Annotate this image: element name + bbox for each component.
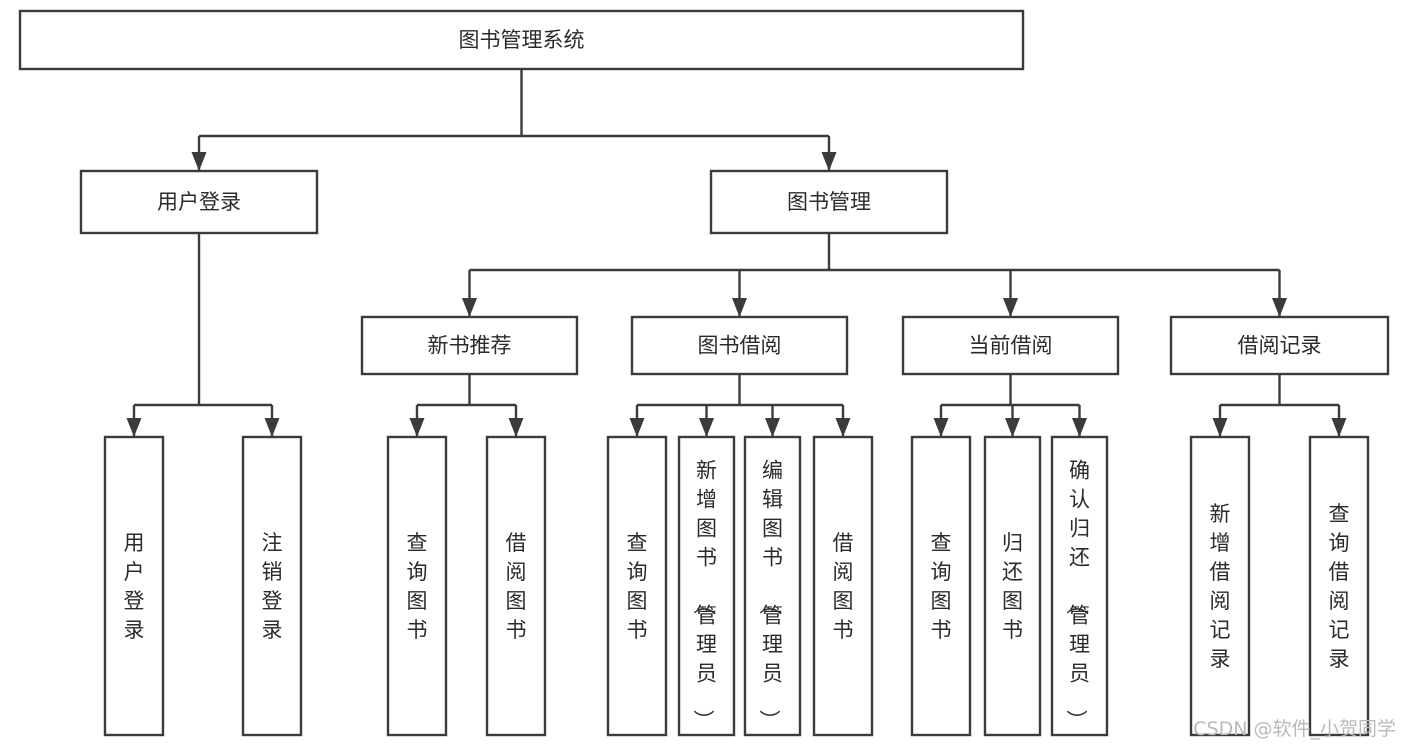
leaf-node-leaf-add-borrow-record-box	[1189, 435, 1251, 737]
arrow-head-icon	[1003, 298, 1018, 317]
root-node-root[interactable]: 图书管理系统	[18, 9, 1025, 71]
leaf-node-leaf-query-book-borrow-box	[606, 435, 668, 737]
node-book-borrow-box	[630, 315, 849, 376]
node-book-manage[interactable]: 图书管理	[709, 169, 949, 235]
node-user-login-label: 用户登录	[157, 190, 241, 214]
leaf-node-leaf-logout[interactable]: 注销登录	[241, 435, 303, 737]
leaf-node-leaf-confirm-return-box	[1050, 435, 1109, 737]
arrow-head-icon	[1272, 298, 1287, 317]
node-new-book-recommend-box	[360, 315, 579, 376]
node-borrow-record-box	[1169, 315, 1390, 376]
leaf-node-leaf-return-book[interactable]: 归还图书	[983, 435, 1042, 737]
arrow-head-icon	[765, 418, 780, 437]
arrow-head-icon	[462, 298, 477, 317]
arrow-head-icon	[409, 418, 425, 437]
root-node-root-label: 图书管理系统	[459, 28, 585, 52]
root-node-root-box	[18, 9, 1025, 71]
connectors-layer	[126, 69, 1347, 437]
leaf-node-leaf-borrow-book-recommend-box	[485, 435, 547, 737]
node-book-manage-box	[709, 169, 949, 235]
leaf-node-leaf-query-book-borrow-label: 查询图书	[627, 531, 648, 642]
leaf-node-leaf-user-login-box	[103, 435, 165, 737]
arrow-head-icon	[835, 418, 851, 437]
leaf-node-leaf-edit-book-box	[743, 435, 802, 737]
leaf-node-leaf-return-book-label: 归还图书	[1002, 531, 1023, 642]
arrow-head-icon	[264, 418, 280, 437]
leaf-node-leaf-add-borrow-record-label: 新增借阅记录	[1210, 502, 1231, 671]
node-new-book-recommend-label: 新书推荐	[428, 334, 512, 358]
node-current-borrow-box	[901, 315, 1120, 376]
leaf-node-leaf-borrow-book-recommend-label: 借阅图书	[506, 531, 527, 642]
leaf-node-leaf-borrow-book-box	[812, 435, 874, 737]
arrow-head-icon	[629, 418, 645, 437]
leaf-node-leaf-query-book-recommend[interactable]: 查询图书	[386, 435, 448, 737]
leaf-node-leaf-query-book-current[interactable]: 查询图书	[910, 435, 972, 737]
leaf-node-leaf-user-login[interactable]: 用户登录	[103, 435, 165, 737]
node-user-login-box	[79, 169, 319, 235]
node-current-borrow[interactable]: 当前借阅	[901, 315, 1120, 376]
leaf-node-leaf-query-borrow-record-box	[1308, 435, 1370, 737]
node-book-manage-label: 图书管理	[787, 190, 871, 214]
node-user-login[interactable]: 用户登录	[79, 169, 319, 235]
leaf-node-leaf-confirm-return[interactable]: 确认归还（管理员）	[1050, 435, 1109, 737]
node-new-book-recommend[interactable]: 新书推荐	[360, 315, 579, 376]
leaf-node-leaf-query-book-current-box	[910, 435, 972, 737]
node-current-borrow-label: 当前借阅	[969, 334, 1053, 358]
node-book-borrow[interactable]: 图书借阅	[630, 315, 849, 376]
arrow-head-icon	[126, 418, 142, 437]
arrow-head-icon	[508, 418, 524, 437]
arrow-head-icon	[732, 298, 747, 317]
leaf-node-leaf-query-book-recommend-box	[386, 435, 448, 737]
leaf-node-leaf-user-login-label: 用户登录	[124, 531, 145, 642]
leaf-node-leaf-edit-book[interactable]: 编辑图书（管理员）	[743, 435, 802, 737]
leaf-node-leaf-add-borrow-record[interactable]: 新增借阅记录	[1189, 435, 1251, 737]
leaf-node-leaf-add-book[interactable]: 新增图书（管理员）	[677, 435, 736, 737]
leaf-node-leaf-query-book-borrow[interactable]: 查询图书	[606, 435, 668, 737]
csdn-watermark: CSDN @软件_小贺同学	[1193, 718, 1396, 740]
leaf-node-leaf-query-book-recommend-label: 查询图书	[407, 531, 428, 642]
arrow-head-icon	[699, 418, 714, 437]
arrow-head-icon	[1005, 418, 1020, 437]
leaf-node-leaf-edit-book-label: 编辑图书（管理员）	[757, 459, 783, 731]
node-borrow-record[interactable]: 借阅记录	[1169, 315, 1390, 376]
node-book-borrow-label: 图书借阅	[698, 334, 782, 358]
nodes-layer: 图书管理系统用户登录图书管理新书推荐图书借阅当前借阅借阅记录用户登录注销登录查询…	[18, 9, 1390, 737]
leaf-node-leaf-borrow-book-label: 借阅图书	[833, 531, 854, 642]
arrow-head-icon	[191, 152, 207, 171]
arrow-head-icon	[1212, 418, 1228, 437]
arrow-head-icon	[1072, 418, 1087, 437]
leaf-node-leaf-logout-label: 注销登录	[262, 531, 283, 642]
arrow-head-icon	[1331, 418, 1347, 437]
leaf-node-leaf-borrow-book-recommend[interactable]: 借阅图书	[485, 435, 547, 737]
leaf-node-leaf-query-book-current-label: 查询图书	[931, 531, 952, 642]
leaf-node-leaf-borrow-book[interactable]: 借阅图书	[812, 435, 874, 737]
leaf-node-leaf-confirm-return-label: 确认归还（管理员）	[1064, 459, 1090, 731]
leaf-node-leaf-add-book-box	[677, 435, 736, 737]
arrow-head-icon	[821, 152, 837, 171]
leaf-node-leaf-add-book-label: 新增图书（管理员）	[691, 459, 717, 731]
leaf-node-leaf-query-borrow-record[interactable]: 查询借阅记录	[1308, 435, 1370, 737]
node-borrow-record-label: 借阅记录	[1238, 334, 1322, 358]
arrow-head-icon	[933, 418, 949, 437]
leaf-node-leaf-return-book-box	[983, 435, 1042, 737]
leaf-node-leaf-logout-box	[241, 435, 303, 737]
leaf-node-leaf-query-borrow-record-label: 查询借阅记录	[1329, 502, 1350, 671]
